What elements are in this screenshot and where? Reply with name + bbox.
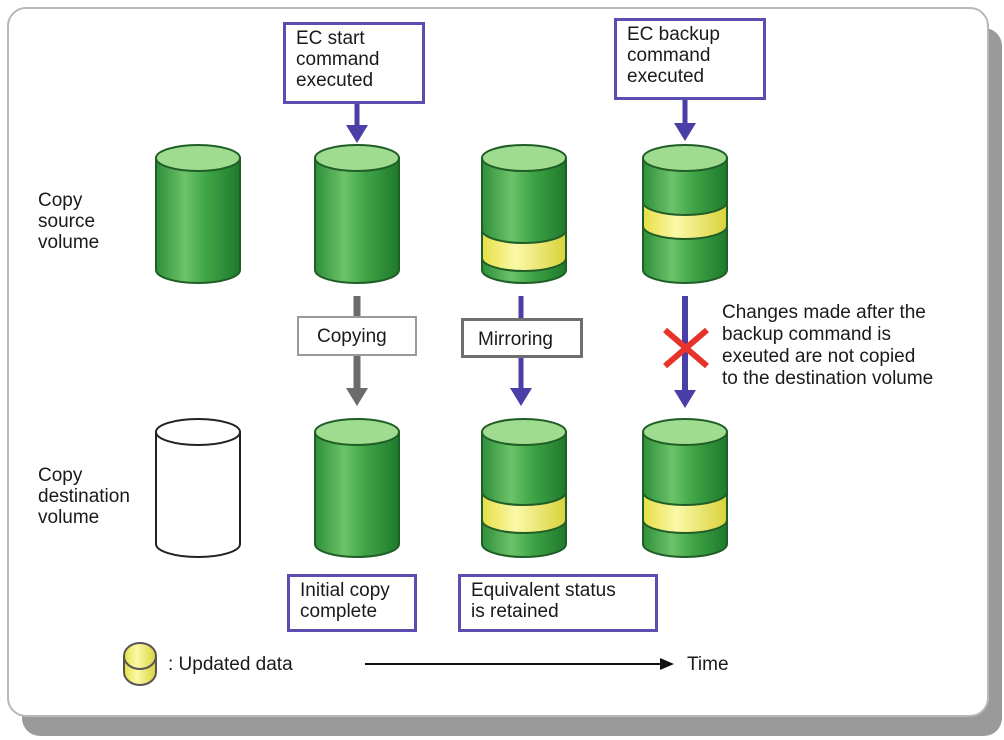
panel: [7, 7, 989, 717]
ec-backup-box: EC backup command executed: [614, 18, 766, 100]
source-volume-label: Copy source volume: [38, 190, 100, 253]
destination-volume-label: Copy destination volume: [38, 465, 130, 528]
not-copied-cross-icon: [663, 327, 709, 369]
ec-backup-arrow: [674, 100, 696, 141]
updated-data-legend-icon: [123, 642, 157, 686]
destination-volume-cylinder-4: [642, 418, 728, 558]
source-volume-cylinder-3: [481, 144, 567, 284]
mirroring-box: Mirroring: [461, 318, 583, 358]
updated-data-band: [481, 229, 567, 272]
destination-volume-cylinder-2: [314, 418, 400, 558]
updated-data-legend-label: : Updated data: [168, 654, 293, 675]
source-volume-cylinder-4: [642, 144, 728, 284]
ec-start-box: EC start command executed: [283, 22, 425, 104]
mirroring-arrow-lower: [510, 358, 532, 406]
ec-start-arrow: [346, 104, 368, 143]
updated-data-band: [642, 201, 728, 240]
time-label: Time: [687, 654, 729, 675]
equivalent-status-box: Equivalent status is retained: [458, 574, 658, 632]
initial-copy-box: Initial copy complete: [287, 574, 417, 632]
destination-volume-cylinder-1: [155, 418, 241, 558]
changes-note: Changes made after the backup command is…: [722, 302, 934, 389]
copying-box: Copying: [297, 316, 417, 356]
destination-volume-cylinder-3: [481, 418, 567, 558]
updated-data-band: [481, 491, 567, 534]
updated-data-band: [642, 491, 728, 534]
time-arrow: [365, 658, 674, 670]
source-volume-cylinder-2: [314, 144, 400, 284]
source-volume-cylinder-1: [155, 144, 241, 284]
copying-arrow-lower: [346, 356, 368, 406]
